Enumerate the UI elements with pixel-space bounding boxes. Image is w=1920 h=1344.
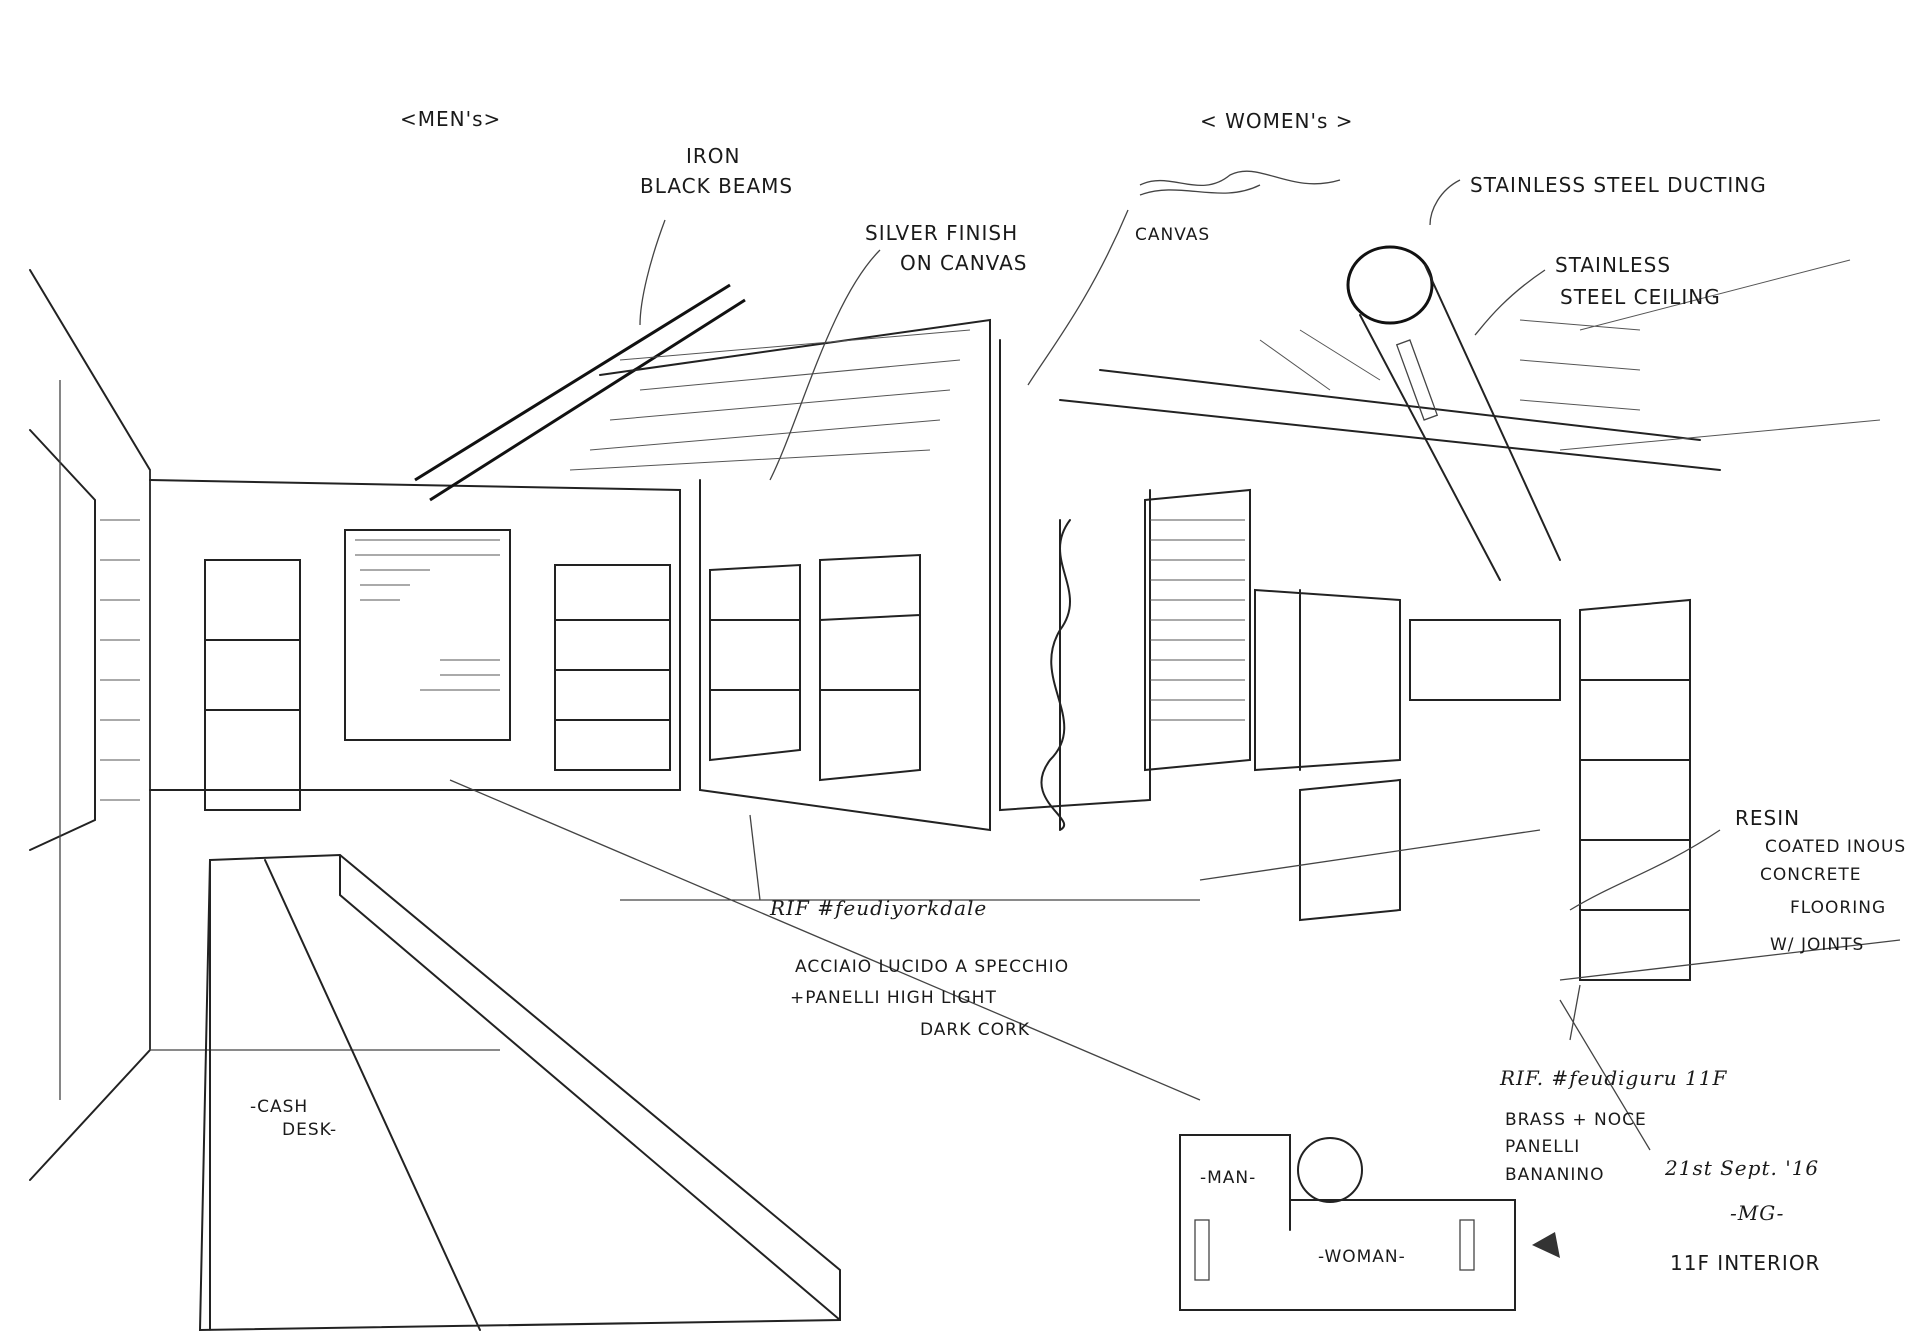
cash-desk: [198, 853, 841, 1332]
flooring-label-4: FLOORING: [1790, 898, 1886, 918]
womens-section-label: < WOMEN's >: [1200, 109, 1354, 133]
iron-black-beams: [414, 283, 991, 832]
mens-section-label: <MEN's>: [400, 107, 501, 131]
floor-plan: [1179, 1134, 1560, 1311]
leader-lines: [639, 179, 1721, 1041]
ref-right-line-2: PANELLI: [1505, 1137, 1580, 1157]
plan-man-label: -MAN-: [1200, 1168, 1256, 1188]
stainless-steel-duct: [1346, 245, 1561, 581]
silver-finish-label-2: ON CANVAS: [900, 251, 1027, 275]
ref-left: RIF #feudiyorkdale: [769, 896, 987, 920]
ceiling-label-1: STAINLESS: [1555, 253, 1671, 277]
flooring-label-3: CONCRETE: [1760, 865, 1862, 885]
iron-beams-label-1: IRON: [686, 144, 741, 168]
entrance-arrow-icon: [1532, 1232, 1560, 1258]
cash-desk-label-1: -CASH: [250, 1097, 308, 1117]
womens-area: [999, 259, 1881, 981]
sketch-date: 21st Sept. '16: [1664, 1156, 1819, 1180]
floor-lines: [150, 779, 1901, 1151]
left-wall: [29, 269, 151, 1181]
sketch-title: 11F INTERIOR: [1670, 1251, 1820, 1275]
ceiling-label-2: STEEL CEILING: [1560, 285, 1721, 309]
ref-left-line-1: ACCIAIO LUCIDO A SPECCHIO: [795, 957, 1069, 977]
mens-back-wall: [149, 479, 681, 811]
ducting-label: STAINLESS STEEL DUCTING: [1470, 173, 1767, 197]
ref-left-line-3: DARK CORK: [920, 1020, 1030, 1040]
ref-right: RIF. #feudiguru 11F: [1499, 1066, 1727, 1090]
flooring-label-2: COATED INOUS: [1765, 837, 1906, 857]
canvas-label: CANVAS: [1135, 225, 1210, 245]
sketch-initials: -MG-: [1730, 1201, 1784, 1225]
cash-desk-label-2: DESK-: [282, 1120, 337, 1140]
ref-right-line-3: BANANINO: [1505, 1165, 1604, 1185]
flooring-label-5: W/ JOINTS: [1770, 935, 1864, 955]
plan-woman-label: -WOMAN-: [1318, 1247, 1406, 1267]
iron-beams-label-2: BLACK BEAMS: [640, 174, 793, 198]
scribble: [1139, 170, 1341, 196]
ref-right-line-1: BRASS + NOCE: [1505, 1110, 1647, 1130]
silver-finish-label-1: SILVER FINISH: [865, 221, 1018, 245]
ref-left-line-2: +PANELLI HIGH LIGHT: [790, 988, 997, 1008]
flooring-label-1: RESIN: [1735, 806, 1800, 830]
sculpture: [1040, 519, 1071, 831]
